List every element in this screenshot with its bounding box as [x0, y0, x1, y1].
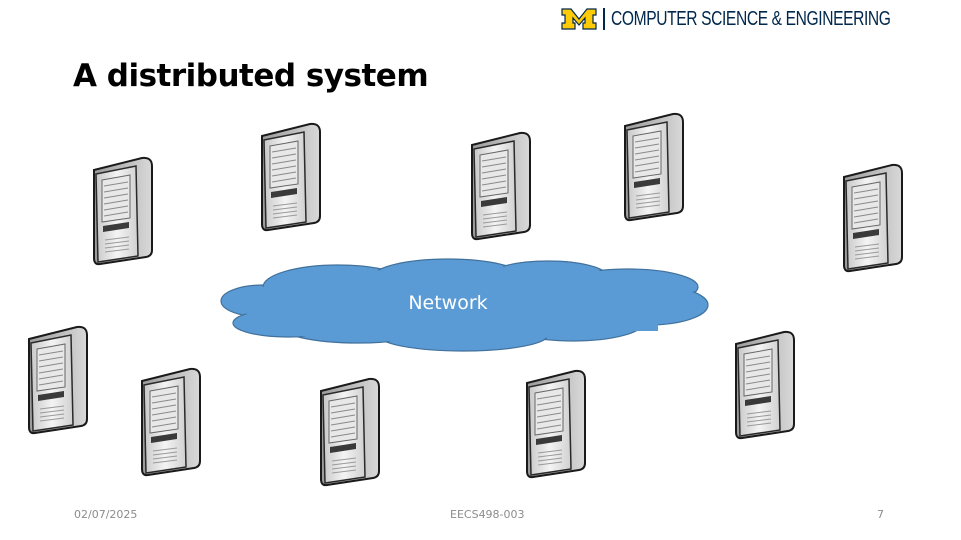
server-icon [728, 330, 800, 440]
university-logo: COMPUTER SCIENCE & ENGINEERING [561, 4, 951, 34]
footer-date: 02/07/2025 [74, 508, 138, 521]
server-icon [617, 112, 689, 222]
logo-divider [603, 8, 605, 30]
footer-course: EECS498-003 [450, 508, 525, 521]
slide-title: A distributed system [73, 58, 429, 94]
block-m-icon [561, 8, 597, 30]
server-icon [86, 156, 158, 266]
network-cloud [220, 258, 709, 352]
server-icon [254, 122, 326, 232]
server-icon [134, 367, 206, 477]
server-icon [836, 163, 908, 273]
footer-page-number: 7 [877, 508, 884, 521]
network-label: Network [408, 292, 488, 314]
server-icon [21, 325, 93, 435]
logo-text: COMPUTER SCIENCE & ENGINEERING [611, 7, 891, 30]
server-icon [519, 369, 591, 479]
server-icon [464, 131, 536, 241]
server-icon [313, 377, 385, 487]
